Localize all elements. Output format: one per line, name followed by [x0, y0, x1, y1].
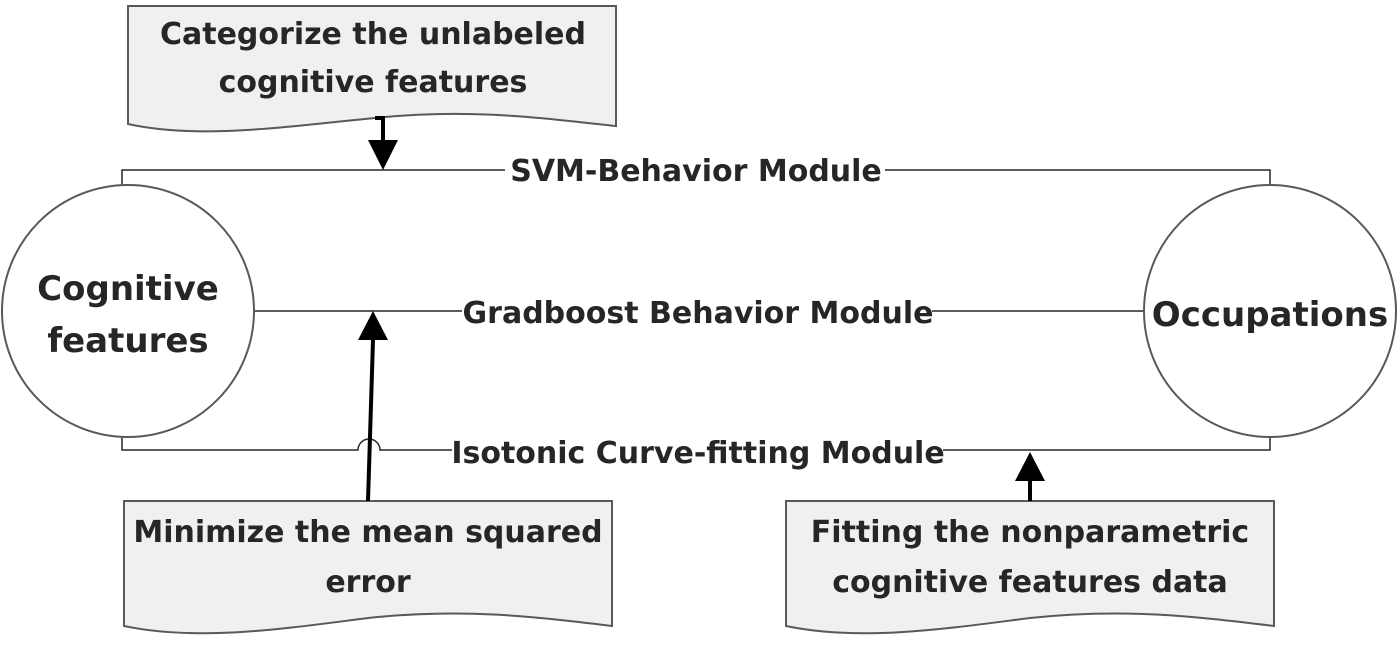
fitting-document [785, 500, 1275, 635]
categorize-text-line1: Categorize the unlabeled [160, 17, 586, 52]
occupations-label: Occupations [1152, 295, 1388, 335]
minimize-text-line1: Minimize the mean squared [133, 515, 602, 550]
fitting-text-line1: Fitting the nonparametric [811, 515, 1249, 550]
cognitive-features-label-line2: features [47, 321, 208, 361]
occupations-node [1143, 184, 1397, 438]
gradboost-module-label: Gradboost Behavior Module [463, 296, 934, 331]
isotonic-module-label: Isotonic Curve-fitting Module [451, 436, 944, 471]
cognitive-features-node [1, 184, 255, 438]
fitting-arrow [1015, 452, 1045, 501]
categorize-text-line2: cognitive features [219, 65, 528, 100]
svm-module-label: SVM-Behavior Module [510, 154, 882, 189]
cognitive-features-label-line1: Cognitive [37, 269, 219, 309]
svm-connector [121, 169, 1271, 190]
connectors [121, 169, 1271, 451]
minimize-document [123, 500, 613, 635]
categorize-arrow [368, 116, 398, 170]
fitting-text-line2: cognitive features data [832, 565, 1228, 600]
minimize-arrow [358, 311, 388, 502]
minimize-text-line2: error [325, 565, 411, 600]
